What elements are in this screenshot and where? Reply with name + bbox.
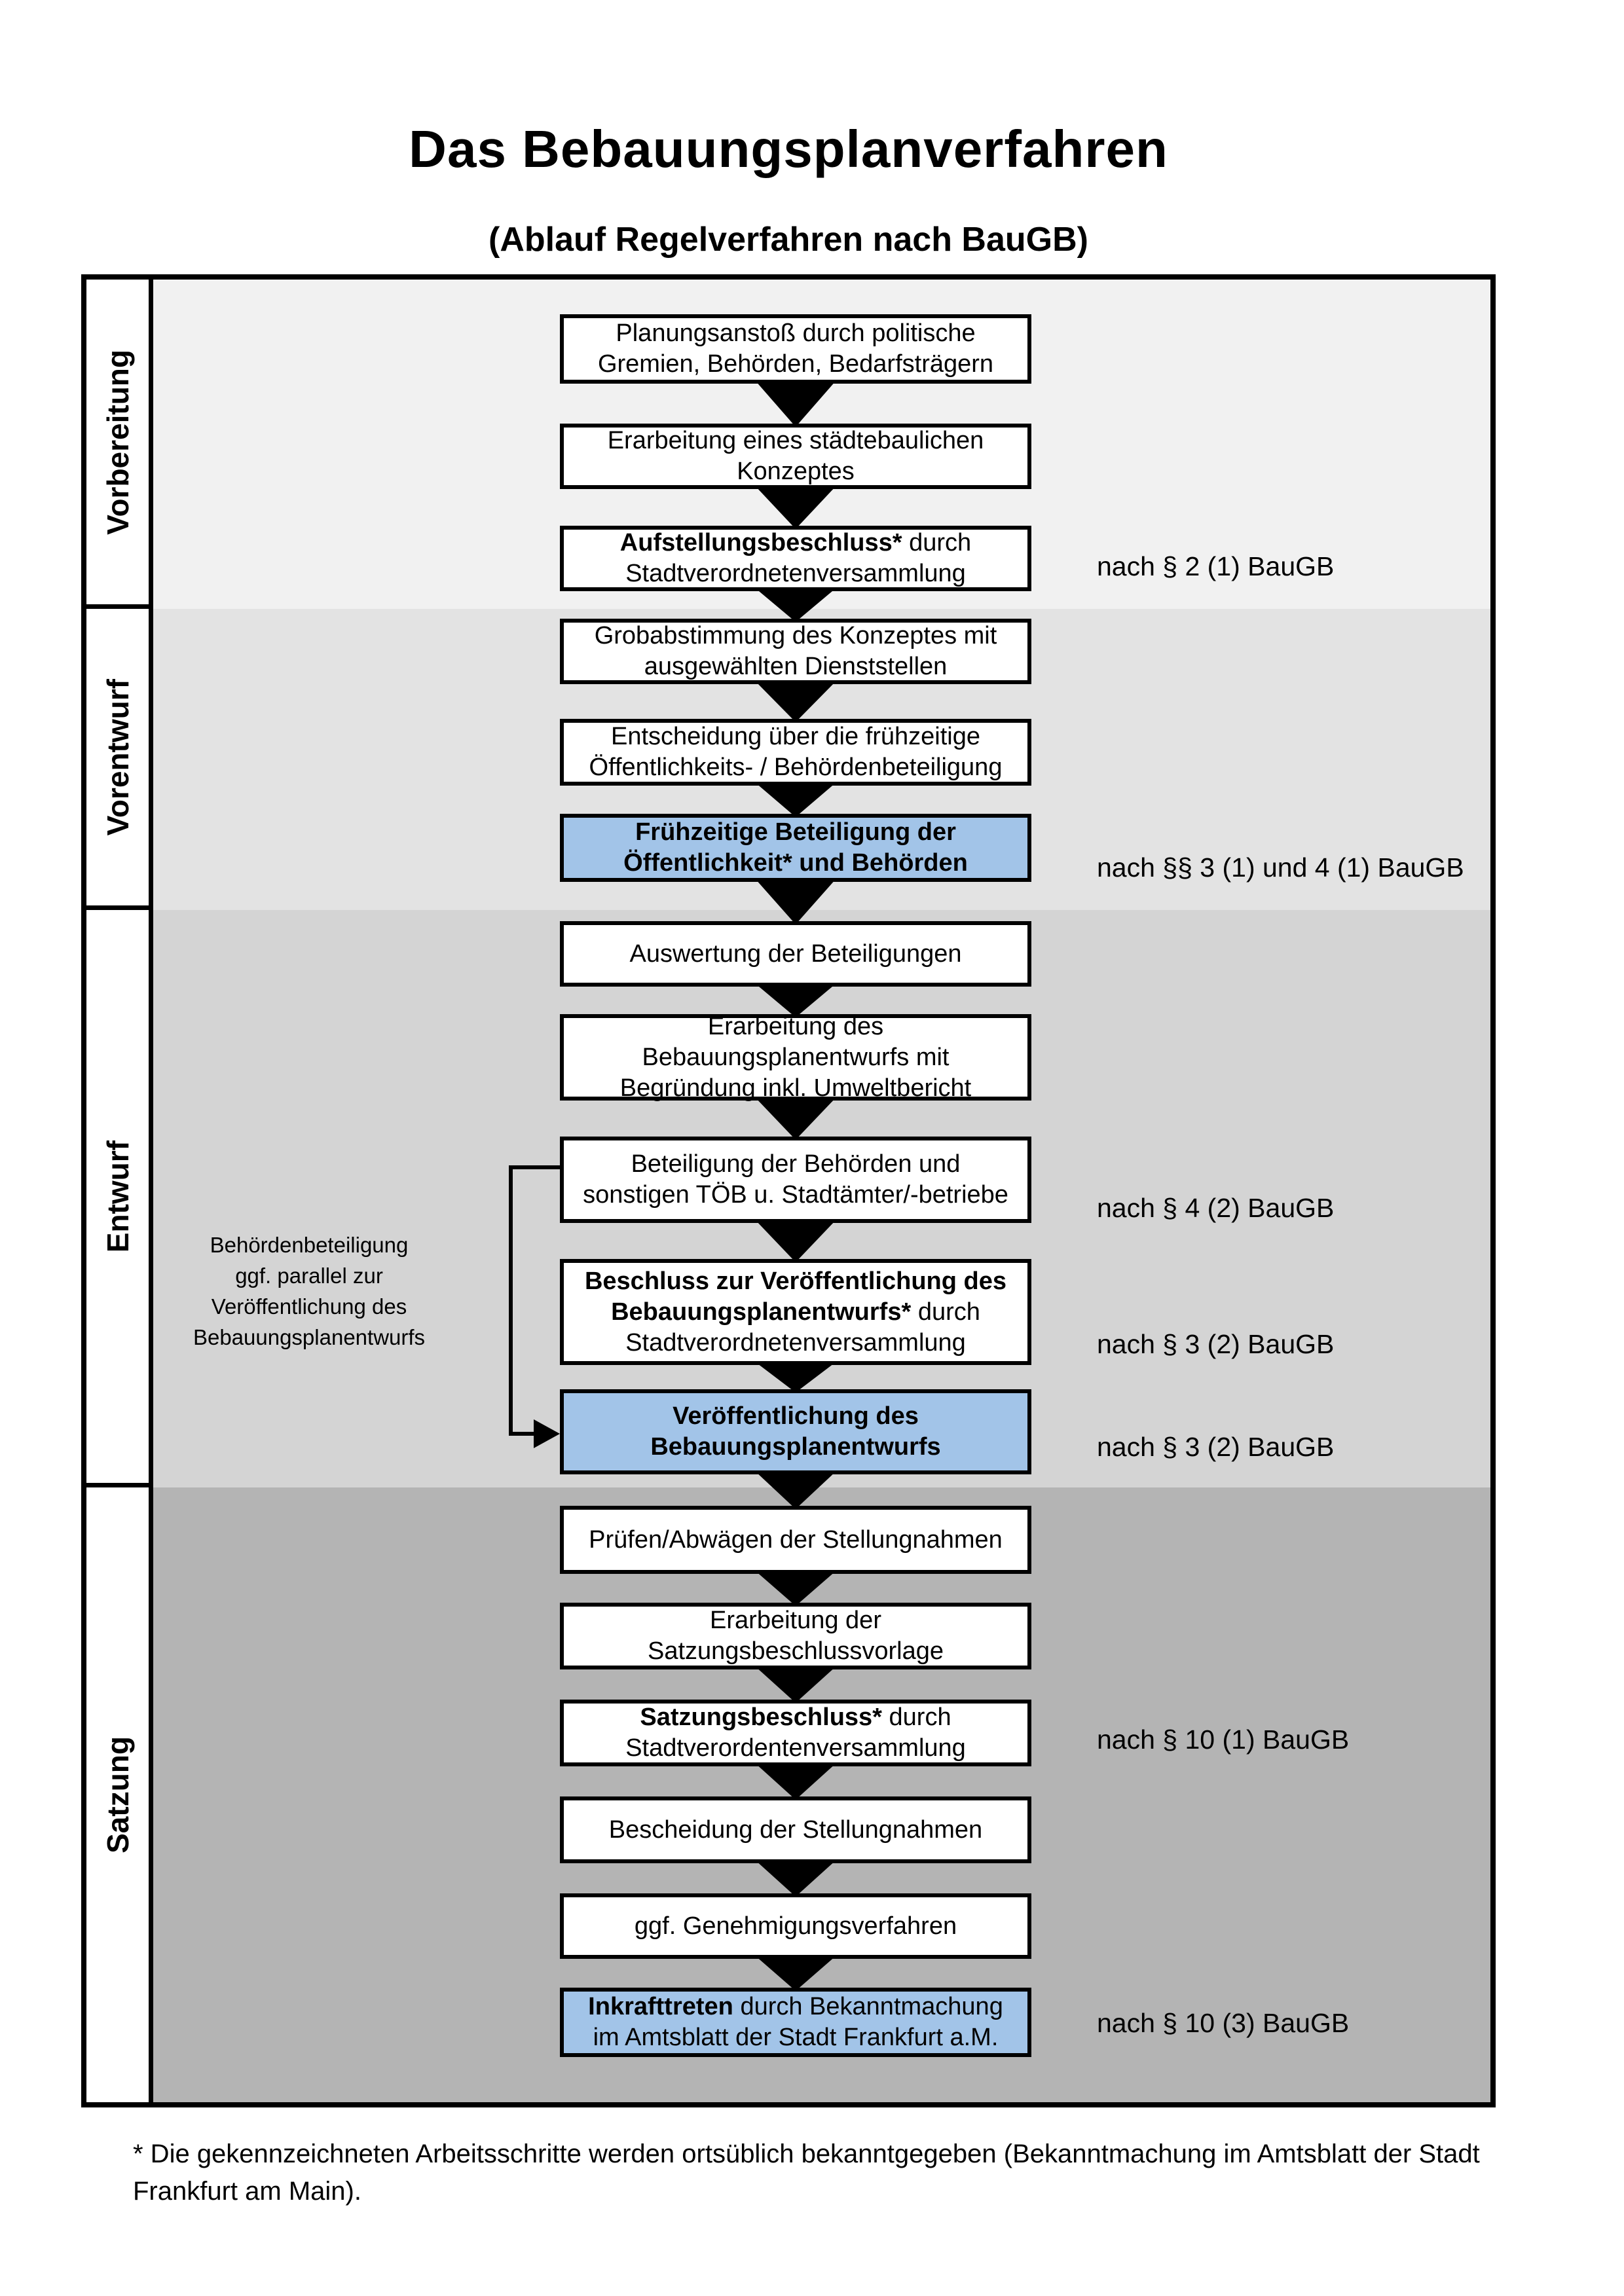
flow-box-text: im Amtsblatt der Stadt Frankfurt a.M.: [593, 2024, 999, 2051]
page-subtitle: (Ablauf Regelverfahren nach BauGB): [489, 221, 1088, 259]
footnote-line: * Die gekennzeichneten Arbeitsschritte w…: [133, 2140, 1480, 2168]
flow-box-text: Bebauungsplanentwurfs* durch: [611, 1298, 980, 1326]
flow-box-text: Erarbeitung des: [707, 1012, 884, 1040]
phase-label-column: Vorbereitung Vorentwurf Entwurf Satzung: [86, 280, 153, 2102]
arrow-down-icon: [755, 983, 836, 1017]
flow-box-text: Inkrafttreten durch Bekanntmachung: [588, 1993, 1003, 2020]
phase-label-cell: Vorentwurf: [86, 609, 149, 910]
flow-box-text: Gremien, Behörden, Bedarfsträgern: [597, 350, 994, 378]
flow-box: Grobabstimmung des Konzeptes mit ausgewäh…: [560, 619, 1031, 684]
flow-box-text: Satzungsbeschluss* durch: [640, 1704, 951, 1731]
flow-box-text: Planungsanstoß durch politische: [616, 319, 976, 347]
law-reference: nach § 10 (3) BauGB: [1097, 2008, 1350, 2038]
flow-box: ggf. Genehmigungsverfahren: [560, 1893, 1031, 1959]
phase-label-satzung: Satzung: [100, 1736, 135, 1853]
page-title: Das Bebauungsplanverfahren: [409, 120, 1168, 178]
connector-vertical: [509, 1165, 513, 1434]
arrow-down-icon: [755, 1220, 836, 1262]
flow-box-text: Veröffentlichung des: [673, 1402, 919, 1430]
arrow-down-icon: [755, 486, 836, 529]
connector-arrowhead-icon: [534, 1419, 560, 1448]
flow-box-text: Öffentlichkeits- / Behördenbeteiligung: [589, 754, 1003, 781]
arrow-down-icon: [755, 879, 836, 924]
flow-box-highlighted: Inkrafttreten durch Bekanntmachung im Amt…: [560, 1988, 1031, 2057]
flow-box-text: Grobabstimmung des Konzeptes mit: [594, 622, 997, 649]
side-annotation: Behördenbeteiligung ggf. parallel zur Ve…: [126, 1230, 492, 1353]
flow-box: Prüfen/Abwägen der Stellungnahmen: [560, 1506, 1031, 1574]
phase-label-vorentwurf: Vorentwurf: [100, 678, 135, 836]
arrow-down-icon: [755, 1097, 836, 1140]
flow-box-text: Satzungsbeschlussvorlage: [647, 1637, 944, 1665]
flow-box-text: Beteiligung der Behörden und: [631, 1150, 961, 1178]
connector-horizontal-top: [509, 1165, 564, 1169]
flow-box-text: Erarbeitung der: [710, 1607, 881, 1634]
law-reference: nach § 2 (1) BauGB: [1097, 551, 1335, 581]
flow-box-text: Auswertung der Beteiligungen: [629, 939, 962, 968]
flow-box-text: Prüfen/Abwägen der Stellungnahmen: [589, 1525, 1003, 1554]
arrow-down-icon: [755, 1860, 836, 1897]
law-reference: nach §§ 3 (1) und 4 (1) BauGB: [1097, 852, 1464, 883]
flow-box-text: Bescheidung der Stellungnahmen: [608, 1815, 983, 1844]
flow-box-text: Aufstellungsbeschluss* durch: [619, 529, 972, 556]
flow-box: Bescheidung der Stellungnahmen: [560, 1796, 1031, 1863]
arrow-down-icon: [755, 1471, 836, 1509]
arrow-down-icon: [755, 1763, 836, 1800]
flow-box: Auswertung der Beteiligungen: [560, 921, 1031, 987]
side-annotation-line: ggf. parallel zur: [235, 1264, 383, 1288]
arrow-down-icon: [755, 782, 836, 817]
law-reference: nach § 4 (2) BauGB: [1097, 1193, 1335, 1223]
flow-box-text: Bebauungsplanentwurfs mit: [642, 1043, 950, 1071]
footnote-line: Frankfurt am Main).: [133, 2177, 361, 2206]
flow-box-text: Stadtverordentenversammlung: [625, 1734, 966, 1762]
footnote: * Die gekennzeichneten Arbeitsschritte w…: [133, 2136, 1521, 2210]
phase-label-entwurf: Entwurf: [100, 1140, 135, 1253]
arrow-down-icon: [755, 380, 836, 427]
flow-box-text: Stadtverordnetenversammlung: [625, 560, 966, 587]
phase-label-cell: Entwurf: [86, 910, 149, 1487]
arrow-down-icon: [755, 1362, 836, 1393]
arrow-down-icon: [755, 681, 836, 722]
law-reference: nach § 3 (2) BauGB: [1097, 1432, 1335, 1462]
flowchart: Vorbereitung Vorentwurf Entwurf Satzung …: [81, 274, 1496, 2107]
flow-box-text: sonstigen TÖB u. Stadtämter/-betriebe: [583, 1181, 1008, 1209]
side-annotation-line: Bebauungsplanentwurfs: [193, 1325, 426, 1349]
flow-box-text: Konzeptes: [737, 458, 855, 485]
flow-box-text: ausgewählten Dienststellen: [644, 653, 948, 680]
flow-box-text: Bebauungsplanentwurfs: [650, 1433, 941, 1461]
flow-box-text: Stadtverordnetenversammlung: [625, 1328, 966, 1357]
side-annotation-line: Behördenbeteiligung: [210, 1233, 409, 1257]
flow-box-text: ggf. Genehmigungsverfahren: [634, 1912, 957, 1940]
flow-box-text: Erarbeitung eines städtebaulichen: [607, 427, 984, 454]
flow-box: Beteiligung der Behörden und sonstigen TÖ…: [560, 1137, 1031, 1223]
flow-box-text: Begründung inkl. Umweltbericht: [619, 1074, 972, 1102]
flow-box-text: Entscheidung über die frühzeitige: [610, 723, 981, 750]
law-reference: nach § 10 (1) BauGB: [1097, 1724, 1350, 1755]
arrow-down-icon: [755, 588, 836, 622]
arrow-down-icon: [755, 1571, 836, 1606]
flow-box-text: Frühzeitige Beteiligung der: [635, 818, 956, 846]
connector-horizontal-bottom: [509, 1432, 545, 1436]
arrow-down-icon: [755, 1666, 836, 1703]
phase-label-cell: Vorbereitung: [86, 280, 149, 609]
arrow-down-icon: [755, 1956, 836, 1991]
phase-label-vorbereitung: Vorbereitung: [100, 349, 135, 535]
side-annotation-line: Veröffentlichung des: [211, 1294, 407, 1319]
flow-box-text: Beschluss zur Veröffentlichung des: [584, 1267, 1007, 1295]
law-reference: nach § 3 (2) BauGB: [1097, 1329, 1335, 1359]
phase-label-cell: Satzung: [86, 1487, 149, 2102]
flow-box-text: Öffentlichkeit* und Behörden: [623, 849, 968, 877]
